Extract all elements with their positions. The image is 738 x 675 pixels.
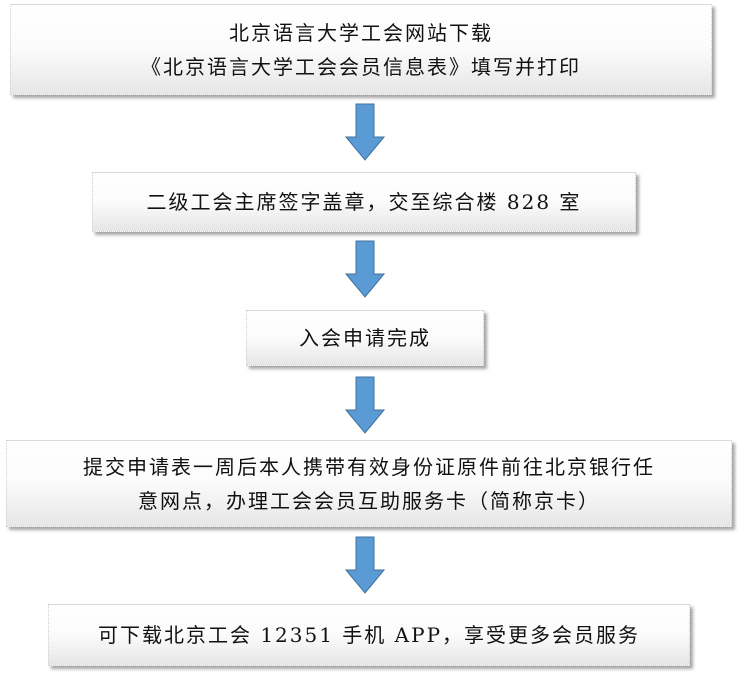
step-3-line-1: 入会申请完成 [299, 326, 431, 350]
step-3-box: 入会申请完成 [246, 310, 484, 366]
step-2-box: 二级工会主席签字盖章，交至综合楼 828 室 [92, 172, 636, 232]
down-arrow-icon [345, 536, 385, 594]
step-1-line-1: 北京语言大学工会网站下载 [229, 20, 493, 45]
step-2-line-1: 二级工会主席签字盖章，交至综合楼 828 室 [146, 190, 582, 214]
down-arrow-icon [345, 376, 385, 434]
step-1-box: 北京语言大学工会网站下载 《北京语言大学工会会员信息表》填写并打印 [10, 4, 712, 95]
step-5-line-1: 可下载北京工会 12351 手机 APP，享受更多会员服务 [97, 623, 641, 647]
down-arrow-icon [345, 240, 385, 298]
step-4-line-2: 意网点，办理工会会员互助服务卡（简称京卡） [138, 488, 600, 513]
step-5-box: 可下载北京工会 12351 手机 APP，享受更多会员服务 [48, 604, 690, 666]
down-arrow-icon [345, 103, 385, 161]
step-4-line-1: 提交申请表一周后本人携带有效身份证原件前往北京银行任 [83, 454, 655, 479]
step-1-line-2: 《北京语言大学工会会员信息表》填写并打印 [141, 54, 581, 79]
step-4-box: 提交申请表一周后本人携带有效身份证原件前往北京银行任 意网点，办理工会会员互助服… [6, 440, 732, 527]
